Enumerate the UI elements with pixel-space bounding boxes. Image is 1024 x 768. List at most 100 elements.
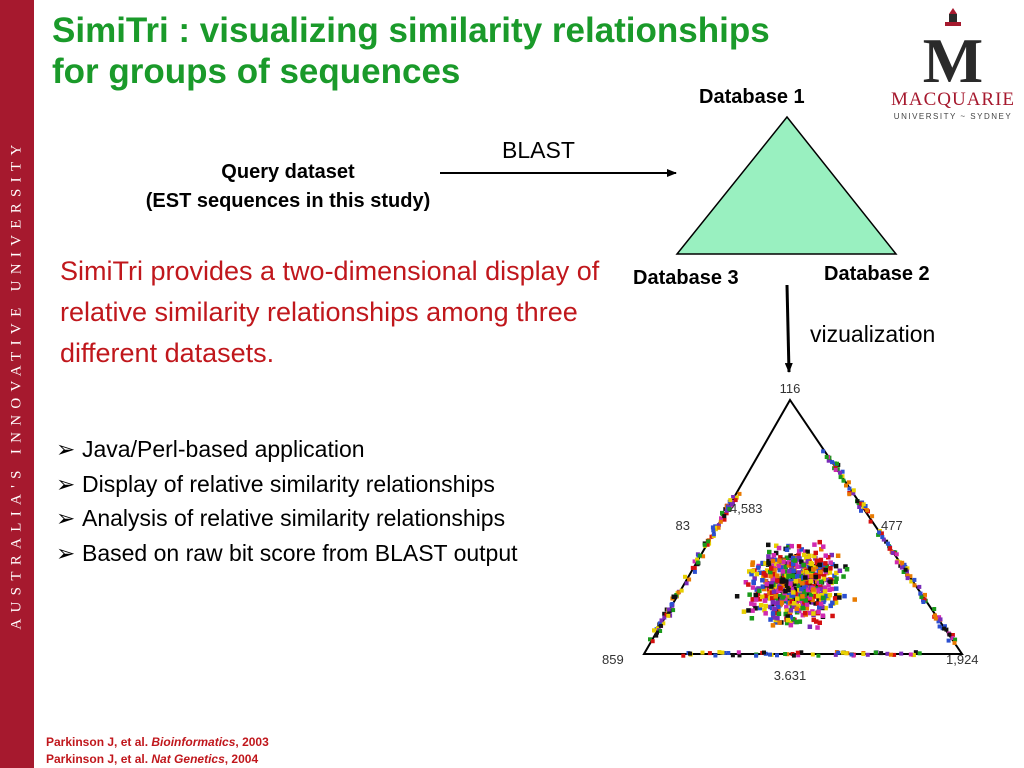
plot-point: [901, 570, 906, 574]
plot-point: [783, 611, 788, 617]
plot-point: [894, 560, 899, 565]
plot-point: [771, 563, 776, 568]
plot-point: [827, 587, 832, 593]
plot-point: [800, 594, 805, 599]
plot-point: [690, 565, 695, 570]
plot-point: [791, 585, 796, 590]
plot-point: [761, 586, 767, 592]
plot-point: [836, 650, 841, 655]
plot-point: [671, 608, 676, 613]
reference-2-authors: Parkinson J, et al.: [46, 752, 149, 766]
reference-2-year: , 2004: [224, 752, 259, 766]
plot-point: [761, 571, 767, 576]
plot-point: [775, 588, 780, 594]
plot-point: [840, 469, 845, 474]
plot-point: [799, 559, 804, 564]
arrow-bullet-icon: ➢: [56, 470, 76, 497]
plot-point: [773, 550, 779, 556]
plot-point: [769, 581, 774, 586]
plot-point: [819, 547, 824, 552]
plot-point: [817, 605, 822, 610]
plot-point: [750, 608, 755, 613]
plot-point: [877, 530, 882, 535]
plot-point: [865, 508, 870, 513]
plot-point: [843, 564, 848, 569]
plot-point: [784, 579, 789, 584]
plot-label-left-edge: 83: [676, 518, 690, 533]
plot-point: [662, 611, 667, 616]
plot-point: [807, 610, 812, 616]
plot-point: [874, 650, 879, 655]
plot-point: [764, 568, 770, 573]
database-1-label: Database 1: [699, 86, 805, 108]
plot-point: [737, 491, 742, 496]
plot-point: [781, 593, 786, 599]
plot-point: [938, 617, 943, 622]
plot-point: [808, 560, 814, 566]
plot-point: [791, 653, 796, 658]
plot-point: [792, 582, 797, 587]
plot-point: [933, 613, 937, 618]
plot-point: [799, 596, 805, 601]
plot-point: [777, 567, 783, 573]
plot-point: [834, 576, 839, 581]
plot-point: [823, 553, 828, 558]
list-item: ➢Display of relative similarity relation…: [56, 467, 518, 502]
plot-point: [730, 653, 735, 658]
logo-lighthouse-icon: [945, 8, 961, 26]
plot-point: [847, 492, 852, 497]
plot-point: [788, 583, 793, 589]
plot-point: [881, 537, 886, 542]
plot-point: [766, 560, 771, 566]
plot-point: [885, 651, 890, 656]
plot-point: [788, 615, 793, 620]
plot-point: [706, 539, 711, 544]
plot-point: [936, 619, 941, 624]
plot-point: [814, 619, 819, 624]
plot-point: [786, 573, 791, 579]
plot-point: [747, 592, 752, 597]
plot-point: [789, 599, 795, 604]
plot-point: [766, 554, 771, 559]
plot-point: [764, 581, 770, 587]
database-triangle: [675, 115, 898, 255]
plot-point: [786, 590, 791, 595]
plot-point: [824, 455, 829, 459]
plot-point: [788, 622, 794, 628]
plot-point: [756, 586, 761, 591]
plot-point: [796, 555, 801, 561]
plot-point: [773, 594, 778, 599]
plot-point: [842, 593, 847, 599]
plot-point: [813, 594, 818, 599]
plot-point: [775, 600, 780, 605]
list-item: ➢Analysis of relative similarity relatio…: [56, 501, 518, 536]
plot-point: [868, 519, 873, 524]
list-item-text: Java/Perl-based application: [82, 436, 365, 462]
plot-point: [834, 593, 839, 598]
plot-point: [757, 588, 762, 594]
plot-point: [726, 651, 731, 655]
plot-point: [743, 580, 749, 585]
plot-point: [734, 495, 739, 500]
plot-point: [790, 561, 796, 567]
plot-point: [750, 568, 756, 574]
plot-point: [730, 500, 735, 505]
plot-point: [897, 560, 902, 565]
plot-point: [819, 593, 825, 598]
plot-point: [684, 581, 689, 586]
plot-point: [775, 604, 781, 609]
plot-point: [795, 574, 800, 579]
plot-label-right-edge: 477: [881, 518, 903, 533]
plot-point: [711, 532, 716, 537]
plot-point: [802, 601, 807, 606]
plot-point: [720, 650, 725, 655]
plot-point: [696, 560, 701, 565]
arrow-bullet-icon: ➢: [56, 539, 76, 566]
plot-point: [786, 563, 792, 568]
plot-point: [800, 581, 805, 586]
query-dataset-label: Query dataset (EST sequences in this stu…: [96, 158, 480, 216]
logo-name: MACQUARIE: [891, 89, 1015, 110]
plot-point: [801, 584, 807, 590]
plot-point: [788, 608, 794, 613]
plot-point: [779, 600, 784, 605]
